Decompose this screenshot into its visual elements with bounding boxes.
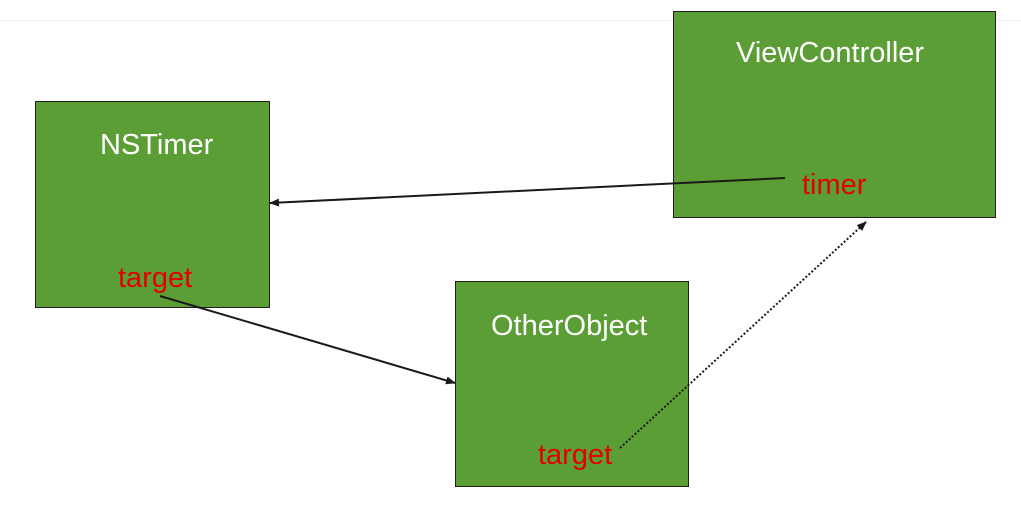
viewcontroller-title: ViewController <box>736 37 925 69</box>
viewcontroller-timer-field: timer <box>802 169 867 201</box>
nstimer-target-field: target <box>118 262 193 294</box>
viewcontroller-node: ViewController timer <box>673 11 996 218</box>
nstimer-node: NSTimer target <box>35 101 270 308</box>
edge-nstimer-target-to-otherobject <box>159 295 456 385</box>
otherobject-node: OtherObject target <box>455 281 689 487</box>
otherobject-title: OtherObject <box>491 310 648 342</box>
otherobject-target-field: target <box>538 439 613 471</box>
nstimer-title: NSTimer <box>100 129 214 161</box>
